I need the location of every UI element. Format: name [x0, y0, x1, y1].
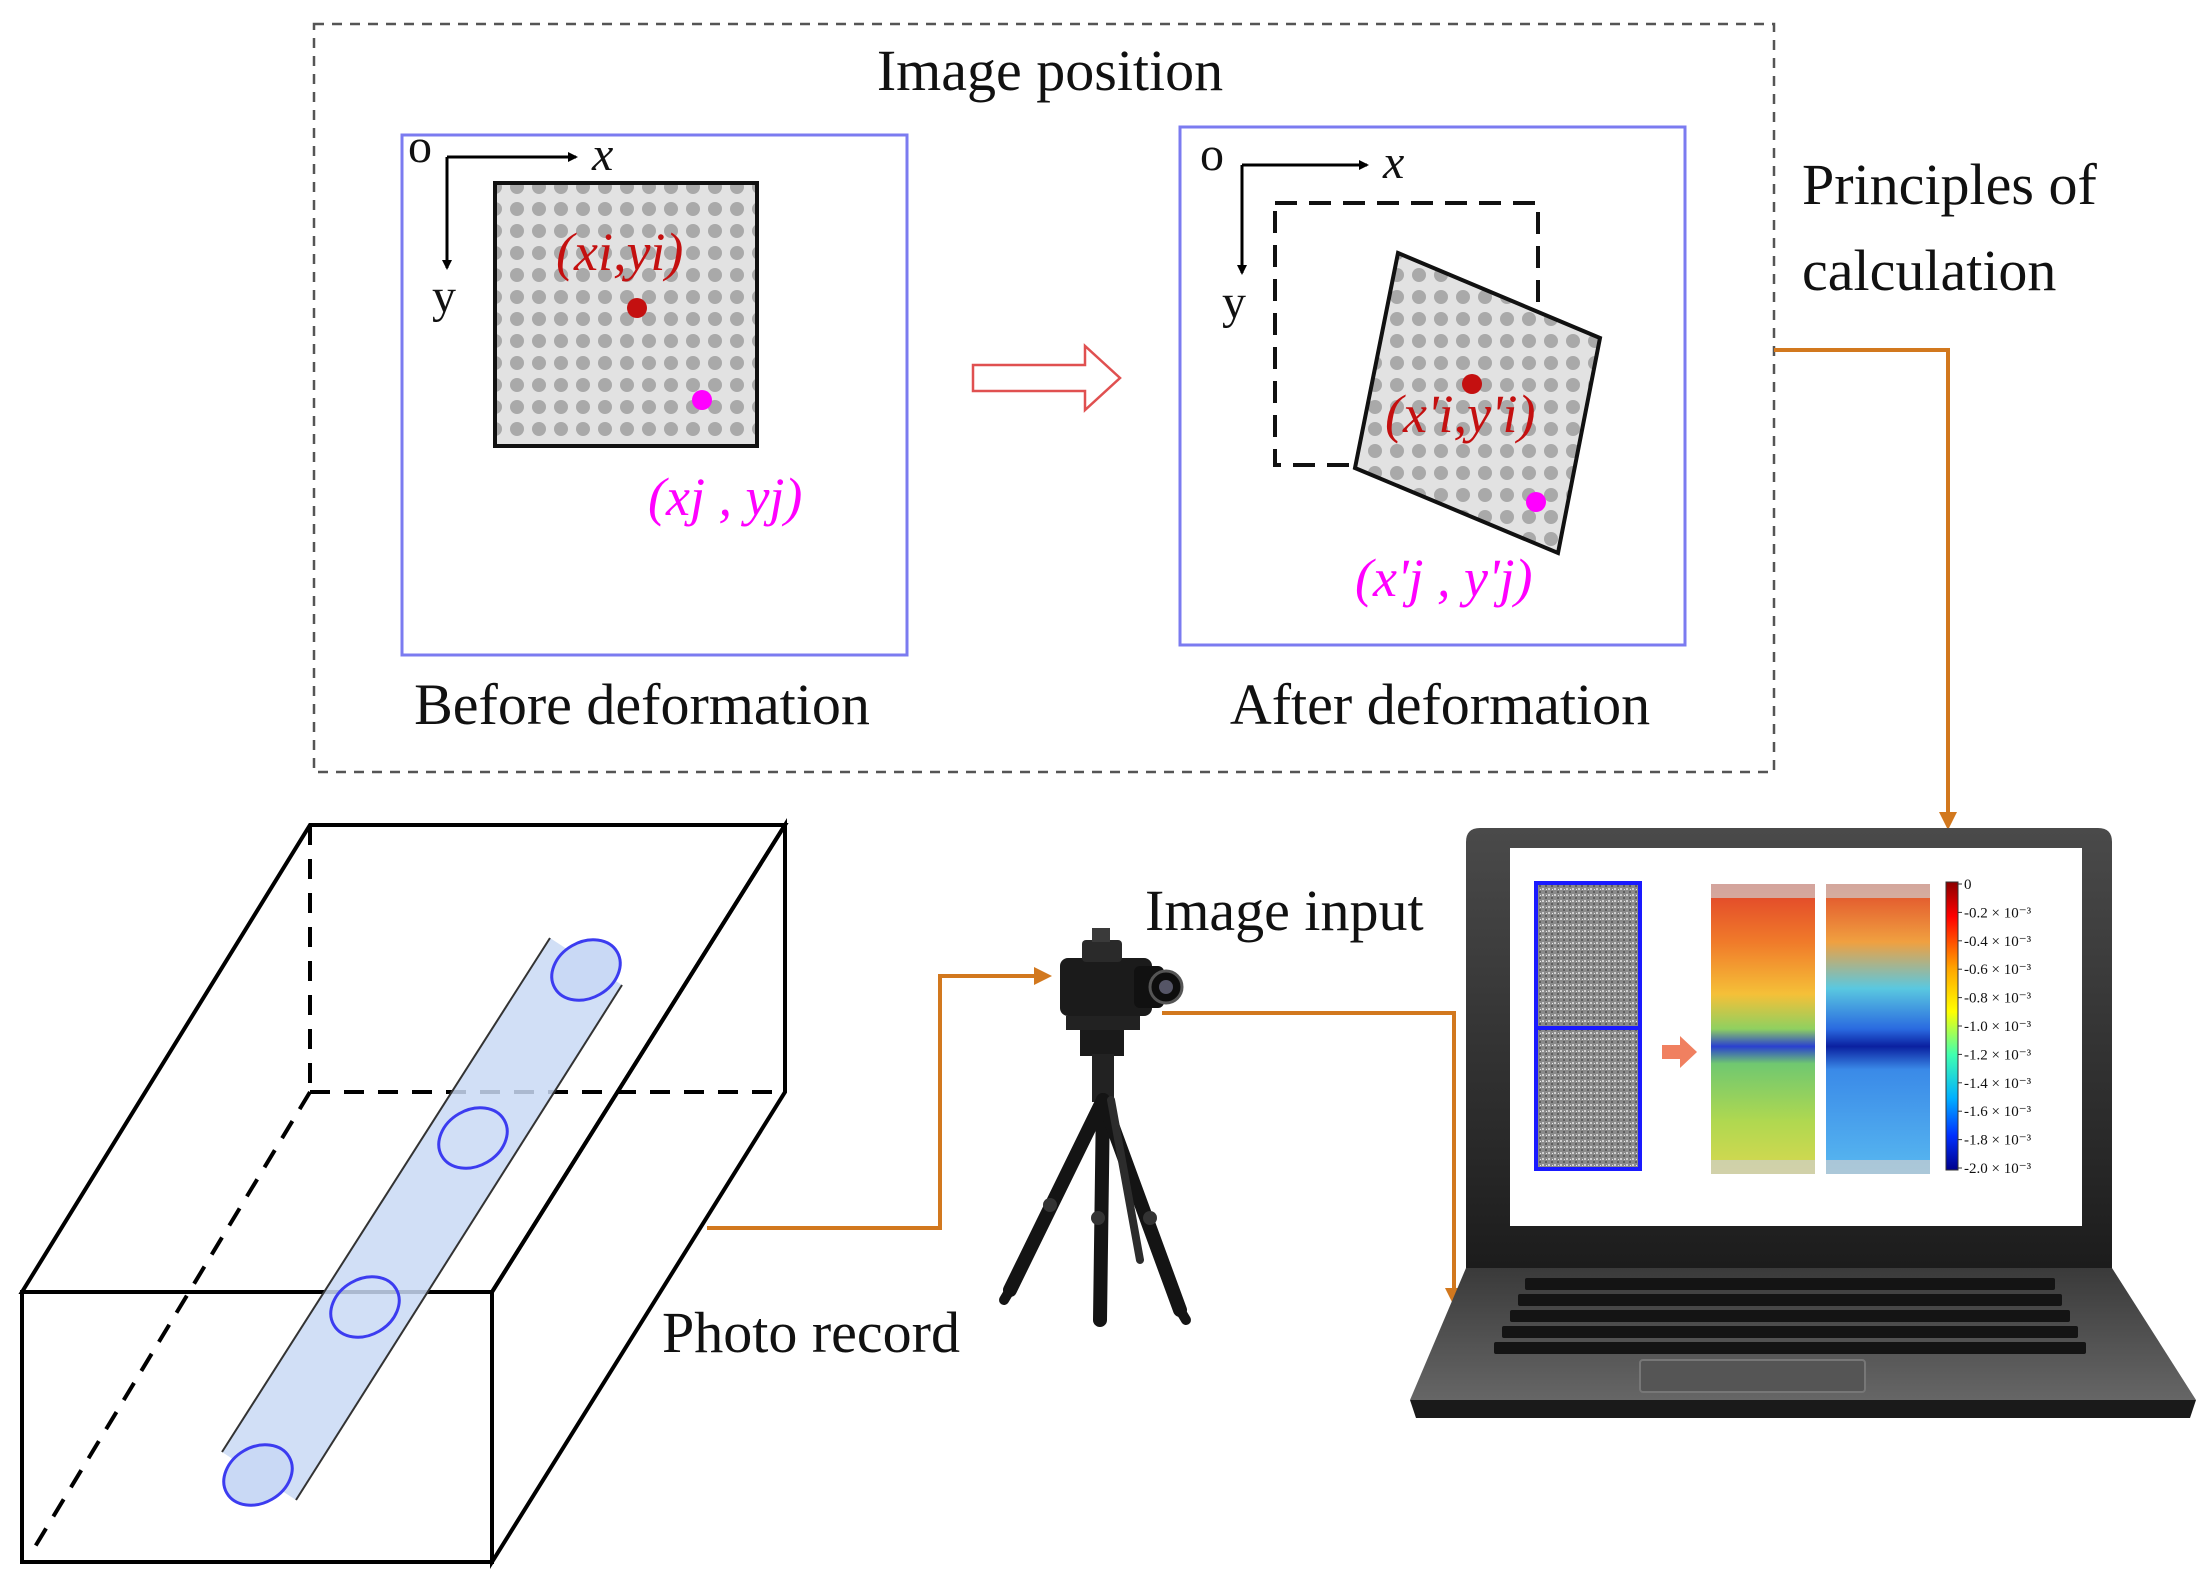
- colorbar-tick-label: -1.0 × 10⁻³: [1964, 1019, 2032, 1035]
- photo-record-label: Photo record: [662, 1300, 960, 1365]
- colorbar-tick-label: -0.2 × 10⁻³: [1964, 905, 2032, 921]
- origin-label: o: [1200, 128, 1224, 181]
- colorbar-tick-label: 0: [1964, 877, 1972, 893]
- laptop-keyboard: [1494, 1278, 2086, 1354]
- x-axis-label: x: [1382, 136, 1404, 189]
- point-i-marker: [627, 298, 647, 318]
- point-i-marker: [1462, 374, 1482, 394]
- after-deformation-label: After deformation: [1230, 672, 1650, 737]
- colorbar-tick-label: -0.6 × 10⁻³: [1964, 962, 2032, 978]
- strain-field-a: [1711, 884, 1815, 1174]
- strain-field-b: [1826, 884, 1930, 1174]
- x-axis-label: x: [591, 128, 613, 181]
- principles-label-line2: calculation: [1802, 238, 2056, 303]
- y-axis-label: y: [1222, 276, 1246, 329]
- before-deformation-label: Before deformation: [414, 672, 870, 737]
- colorbar-tick-label: -1.6 × 10⁻³: [1964, 1104, 2032, 1120]
- colorbar-tick-label: -0.4 × 10⁻³: [1964, 934, 2032, 950]
- colorbar-tick-label: -1.4 × 10⁻³: [1964, 1076, 2032, 1092]
- arrow-right-icon: [1662, 1036, 1697, 1068]
- connector-camera-to-laptop: [1162, 1011, 1463, 1306]
- screen-content: 0 -0.2 × 10⁻³ -0.4 × 10⁻³ -0.6 × 10⁻³ -0.8 ×…: [1534, 877, 2032, 1177]
- colorbar-ticks: 0 -0.2 × 10⁻³ -0.4 × 10⁻³ -0.6 × 10⁻³ -0.8 ×…: [1958, 877, 2032, 1177]
- colorbar-tick-label: -1.8 × 10⁻³: [1964, 1133, 2032, 1149]
- specimen-box: [18, 818, 789, 1569]
- connector-principles-to-laptop: [1774, 348, 1957, 830]
- tripod-icon: [999, 1054, 1191, 1327]
- colorbar: [1945, 881, 1959, 1171]
- point-i-label: (xi,yi): [556, 222, 683, 282]
- image-position-region: [312, 22, 1776, 774]
- image-input-label: Image input: [1145, 878, 1424, 943]
- point-j-label: (xj , yj): [648, 467, 802, 527]
- point-j-label: (x'j , y'j): [1355, 548, 1533, 608]
- point-j-marker: [1526, 492, 1546, 512]
- image-position-label: Image position: [877, 38, 1223, 103]
- point-i-label: (x'i,y'i): [1385, 384, 1536, 444]
- point-j-marker: [692, 390, 712, 410]
- speckle-subset: [493, 181, 759, 448]
- before-deformation-panel: o x y (xi,yi) (xj , yj): [400, 120, 909, 657]
- connector-specimen-to-camera: [707, 967, 1052, 1230]
- arrow-right-icon: [971, 343, 1122, 413]
- camera-icon: [1060, 928, 1184, 1056]
- y-axis-label: y: [432, 270, 456, 323]
- embedded-cylinder: [221, 937, 623, 1507]
- colorbar-tick-label: -2.0 × 10⁻³: [1964, 1161, 2032, 1177]
- colorbar-tick-label: -1.2 × 10⁻³: [1964, 1047, 2032, 1063]
- origin-label: o: [408, 120, 432, 173]
- deformed-speckle-subset: [1352, 250, 1603, 556]
- after-deformation-panel: o x y (x'i,y'i) (x'j , y'j): [1178, 125, 1687, 647]
- colorbar-tick-label: -0.8 × 10⁻³: [1964, 991, 2032, 1007]
- laptop-touchpad: [1639, 1359, 1866, 1393]
- principles-label-line1: Principles of: [1802, 152, 2097, 217]
